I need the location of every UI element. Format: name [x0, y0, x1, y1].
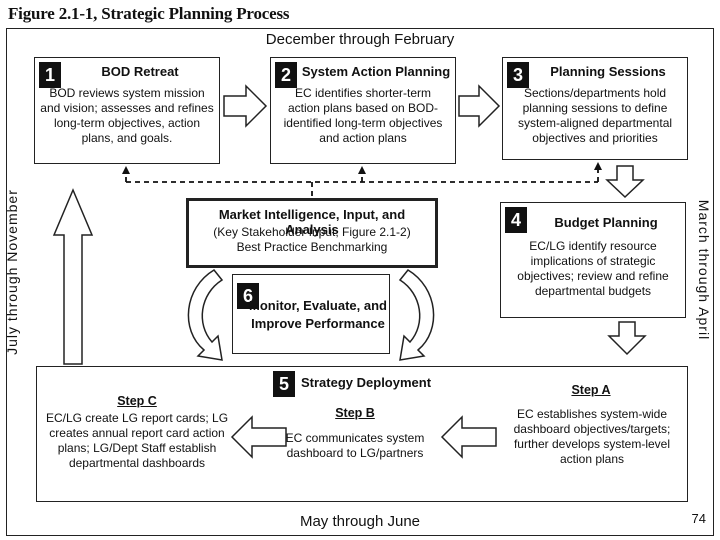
step-number-badge: 6: [237, 283, 259, 309]
step-number-badge: 3: [507, 62, 529, 88]
text-line: EC establishes system-wide: [516, 407, 668, 421]
box-description: EC identifies shorter-term action plans …: [275, 86, 451, 146]
box-system-action-planning: 2 System Action Planning EC identifies s…: [270, 57, 456, 164]
band-left-label: July through November: [4, 189, 20, 355]
text-line: action plans: [559, 452, 625, 466]
box-strategy-deployment: 5 Strategy Deployment Step C EC/LG creat…: [36, 366, 688, 502]
box-title: BOD Retreat: [101, 64, 179, 79]
box-title: Planning Sessions: [550, 64, 666, 79]
step-a-title: Step A: [571, 383, 611, 397]
band-top-label: December through February: [265, 31, 455, 48]
text-line: departmental budgets: [534, 284, 652, 298]
text-line: Monitor, Evaluate, and: [249, 298, 387, 313]
step-a-description: EC establishes system-wide dashboard obj…: [503, 407, 681, 467]
text-line: EC/LG identify resource: [529, 239, 657, 253]
text-line: departmental dashboards: [68, 456, 206, 470]
text-line: objectives; review and refine: [517, 269, 669, 283]
box-title: Strategy Deployment: [301, 375, 432, 390]
text-line: and action plans: [319, 131, 407, 145]
text-line: identified long-term objectives: [283, 116, 443, 130]
text-line: creates annual report card action: [49, 426, 225, 440]
text-line: action plans based on BOD-: [287, 101, 439, 115]
text-line: EC/LG create LG report cards; LG: [45, 411, 229, 425]
text-line: dashboard objectives/targets;: [513, 422, 671, 436]
text-line: objectives and priorities: [532, 131, 658, 145]
box-title: System Action Planning: [301, 64, 451, 79]
text-line: BOD reviews system mission: [49, 86, 205, 100]
box-description: Sections/departments hold planning sessi…: [507, 86, 683, 146]
step-b-title: Step B: [335, 406, 375, 420]
band-right-label: March through April: [696, 199, 712, 341]
box-description: BOD reviews system mission and vision; a…: [39, 86, 215, 146]
text-line: plans; LG/Dept Staff establish: [57, 441, 217, 455]
text-line: planning sessions to define: [522, 101, 668, 115]
text-line: and vision; assesses and refines: [40, 101, 214, 115]
step-number-badge: 1: [39, 62, 61, 88]
text-line: EC communicates system: [285, 431, 425, 445]
text-line: (Key Stakeholder Input, Figure 2.1-2): [213, 225, 411, 239]
text-line: implications of strategic: [530, 254, 656, 268]
band-bottom-label: May through June: [299, 513, 421, 530]
box-market-intelligence: Market Intelligence, Input, and Analysis…: [186, 198, 438, 268]
outer-frame: [6, 28, 714, 536]
step-number-badge: 5: [273, 371, 295, 397]
box-monitor: 6 Monitor, Evaluate, and Improve Perform…: [232, 274, 390, 354]
box-planning-sessions: 3 Planning Sessions Sections/departments…: [502, 57, 688, 160]
box-description: EC/LG identify resource implications of …: [505, 239, 681, 299]
text-line: Sections/departments hold: [523, 86, 667, 100]
box-title: Budget Planning: [554, 215, 658, 230]
step-number-badge: 2: [275, 62, 297, 88]
box-description: (Key Stakeholder Input, Figure 2.1-2) Be…: [191, 225, 433, 255]
text-line: long-term objectives, action: [53, 116, 201, 130]
box-title: Market Intelligence, Input, and Analysis: [218, 207, 406, 237]
text-line: Best Practice Benchmarking: [236, 240, 388, 254]
step-c-description: EC/LG create LG report cards; LG creates…: [39, 411, 235, 471]
text-line: system-aligned departmental: [517, 116, 673, 130]
text-line: Improve Performance: [251, 316, 385, 331]
text-line: plans, and goals.: [81, 131, 173, 145]
text-line: further develops system-level: [513, 437, 671, 451]
page-number: 74: [691, 511, 706, 526]
step-number-badge: 4: [505, 207, 527, 233]
figure-title: Figure 2.1-1, Strategic Planning Process: [8, 4, 290, 23]
box-title: Monitor, Evaluate, and Improve Performan…: [249, 297, 387, 333]
text-line: EC identifies shorter-term: [294, 86, 432, 100]
box-budget-planning: 4 Budget Planning EC/LG identify resourc…: [500, 202, 686, 318]
step-c-title: Step C: [117, 394, 157, 408]
step-b-description: EC communicates system dashboard to LG/p…: [275, 431, 435, 461]
box-bod-retreat: 1 BOD Retreat BOD reviews system mission…: [34, 57, 220, 164]
text-line: dashboard to LG/partners: [286, 446, 424, 460]
